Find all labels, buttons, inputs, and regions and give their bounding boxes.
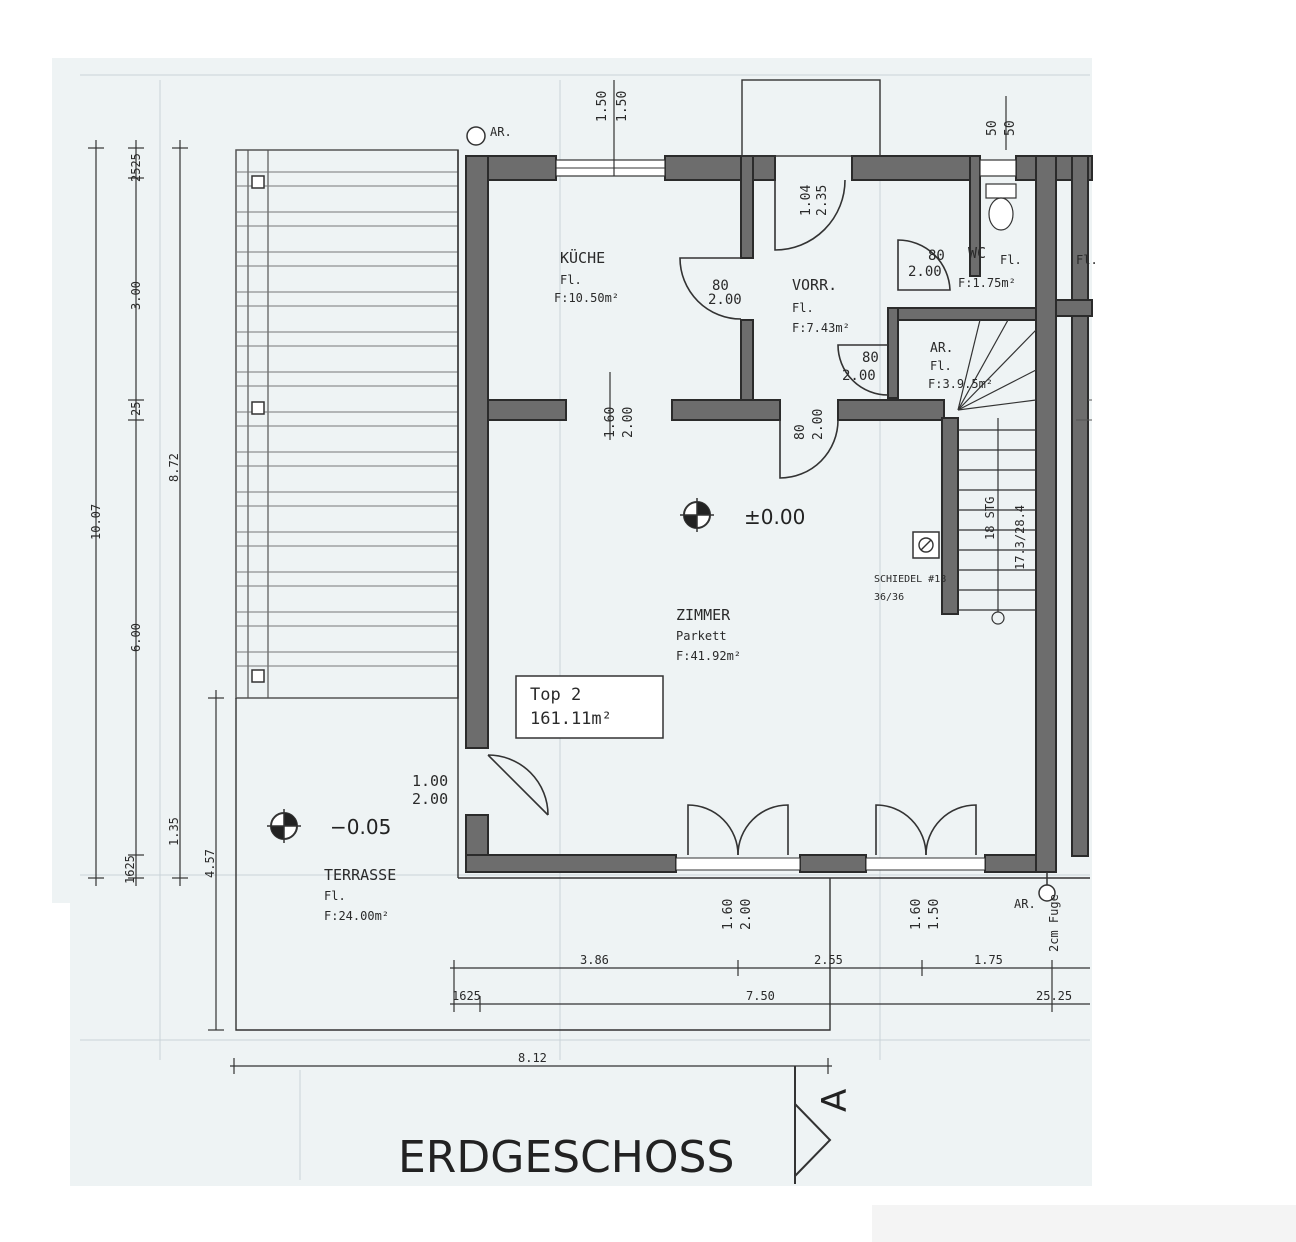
french-door-2-width: 1.60 <box>909 899 924 930</box>
door-kitchen-height: 2.00 <box>708 292 742 308</box>
room-name-kueche: KÜCHE <box>560 248 605 267</box>
window-kitchen-width: 1.50 <box>595 91 610 122</box>
background-grid <box>80 74 1090 1180</box>
room-area-vorraum: F:7.43m² <box>792 321 850 335</box>
dim-terrace-depth: 4.57 <box>203 849 217 878</box>
dim-left-a: 3.00 <box>129 281 143 310</box>
window-wc-width: 50 <box>985 120 1000 136</box>
door-kitchen-width: 80 <box>712 278 729 294</box>
terrace-deck <box>235 149 459 699</box>
ar-label-top: AR. <box>490 125 512 139</box>
dim-left-f: 1625 <box>123 855 137 884</box>
dim-bottom-2: 2.55 <box>814 953 843 967</box>
dim-bottom-left: 1625 <box>452 989 481 1003</box>
staircase-neighbor <box>1076 399 1092 421</box>
door-terrace-height: 2.00 <box>412 790 448 808</box>
chimney-label: SCHIEDEL #18 <box>874 574 946 585</box>
dim-terrace-width: 8.12 <box>518 1051 547 1065</box>
unit-label: Top 2 <box>530 685 581 705</box>
room-floor-ar: Fl. <box>930 359 952 373</box>
passage-kitchen-height: 2.00 <box>621 407 636 438</box>
dim-left-d: 25 <box>129 402 143 416</box>
room-area-terrasse: F:24.00m² <box>324 909 389 923</box>
dim-bottom-right: 25.25 <box>1036 989 1072 1003</box>
doors <box>487 179 977 856</box>
windows <box>555 79 1017 871</box>
french-door-1-width: 1.60 <box>721 899 736 930</box>
room-floor-kueche: Fl. <box>560 273 582 287</box>
unit-box <box>515 675 664 739</box>
unit-area: 161.11m² <box>530 709 612 729</box>
door-terrace-width: 1.00 <box>412 772 448 790</box>
dim-left-sub: 8.72 <box>167 453 181 482</box>
level-marker-icon <box>267 809 301 843</box>
room-floor-zimmer: Parkett <box>676 629 727 643</box>
dim-left-c: 1.35 <box>167 817 181 846</box>
passage-kitchen-width: 1.60 <box>603 407 618 438</box>
french-door-2-height: 1.50 <box>927 899 942 930</box>
joint-label: 2cm Fuge <box>1047 894 1061 952</box>
window-vorraum-height: 2.35 <box>815 185 830 216</box>
dimension-lines <box>88 80 1090 1074</box>
room-area-wc: F:1.75m² <box>958 276 1016 290</box>
door-wc-height: 2.00 <box>908 264 942 280</box>
window-kitchen-height: 1.50 <box>615 91 630 122</box>
post-icon <box>251 401 265 415</box>
room-name-vorraum: VORR. <box>792 276 837 294</box>
plan-sheet <box>52 58 1092 1186</box>
door-vorr-zimmer-height: 2.00 <box>811 409 826 440</box>
french-door-1-height: 2.00 <box>739 899 754 930</box>
room-area-zimmer: F:41.92m² <box>676 649 741 663</box>
stair-ratio: 17.3/28.4 <box>1013 505 1027 570</box>
room-name-zimmer: ZIMMER <box>676 606 731 624</box>
walls <box>465 155 1093 873</box>
section-marker-icon <box>794 1066 832 1184</box>
staircase <box>957 319 1037 625</box>
section-marker-letter: A <box>815 1089 855 1112</box>
window-vorraum-width: 1.04 <box>799 185 814 216</box>
post-icon <box>251 669 265 683</box>
dim-left-b: 6.00 <box>129 623 143 652</box>
ar-marker-icon <box>466 126 486 146</box>
dim-bottom-3: 1.75 <box>974 953 1003 967</box>
room-floor-vorraum: Fl. <box>792 301 814 315</box>
dim-left-total: 10.07 <box>89 504 103 540</box>
room-floor-wc: Fl. <box>1000 253 1022 267</box>
drawing-title: ERDGESCHOSS <box>398 1132 734 1183</box>
chimney-size: 36/36 <box>874 592 904 603</box>
stair-steps: 18 STG <box>983 497 997 540</box>
door-ar-height: 2.00 <box>842 368 876 384</box>
terrace-outline <box>235 698 831 1031</box>
post-icon <box>251 175 265 189</box>
door-ar-width: 80 <box>862 350 879 366</box>
level-room: ±0.00 <box>744 505 805 529</box>
level-terrace: −0.05 <box>330 815 391 839</box>
ar-label-bottom: AR. <box>1014 897 1036 911</box>
dim-bottom-total: 7.50 <box>746 989 775 1003</box>
door-wc-width: 80 <box>928 248 945 264</box>
room-name-ar: AR. <box>930 341 953 356</box>
room-floor-right: Fl. <box>1076 253 1098 267</box>
door-vorr-zimmer-width: 80 <box>793 424 808 440</box>
level-marker-icon <box>680 498 714 532</box>
dim-bottom-1: 3.86 <box>580 953 609 967</box>
window-wc-height: 50 <box>1003 120 1018 136</box>
room-area-ar: F:3.9.5m² <box>928 377 993 391</box>
dim-left-e: 2525 <box>129 153 143 182</box>
room-name-terrasse: TERRASSE <box>324 866 396 884</box>
room-floor-terrasse: Fl. <box>324 889 346 903</box>
toilet-icon <box>985 183 1017 231</box>
room-name-wc: WC <box>968 244 986 262</box>
room-area-kueche: F:10.50m² <box>554 291 619 305</box>
